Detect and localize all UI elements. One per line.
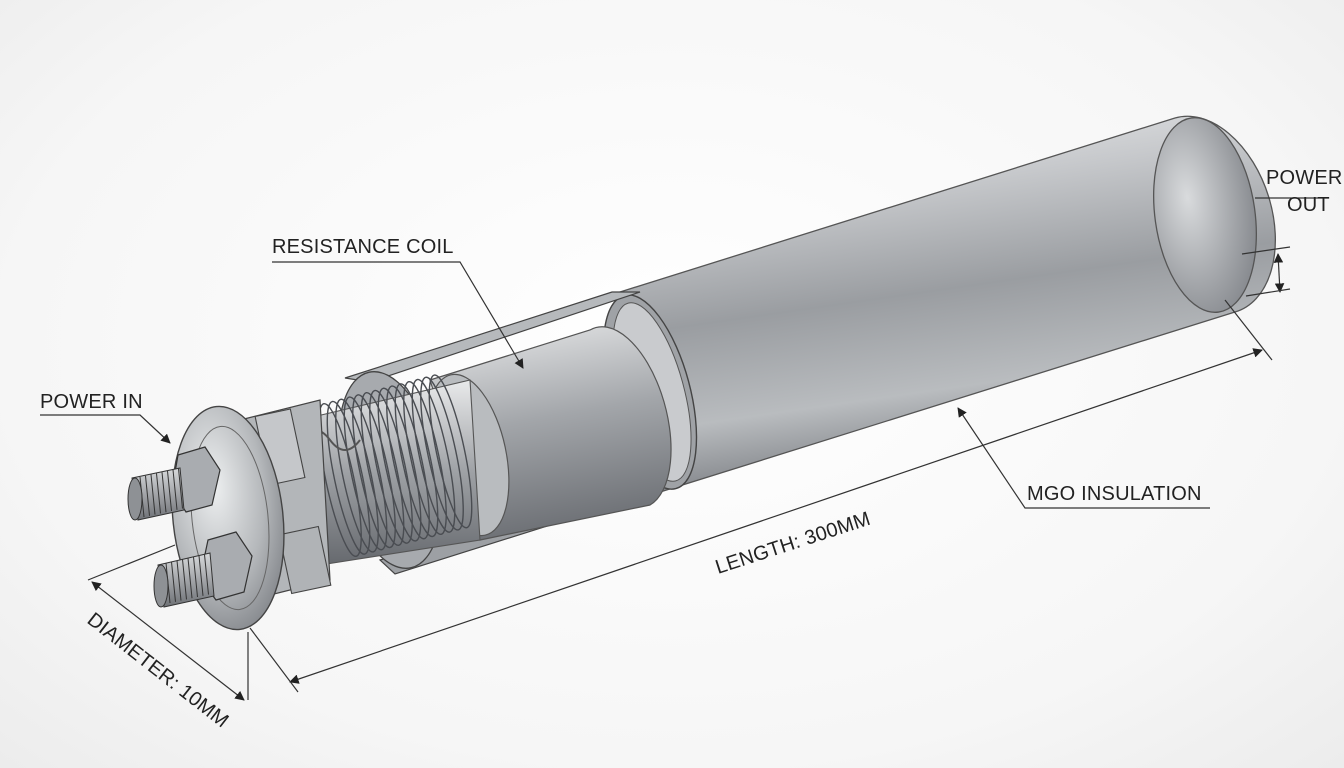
- far-end-cap: [1152, 117, 1258, 313]
- dimension-end-height: [1241, 246, 1291, 297]
- dimension-diameter: [87, 544, 249, 701]
- label-length: LENGTH: 300MM: [713, 508, 873, 579]
- label-power-out-line2: OUT: [1287, 194, 1330, 216]
- outer-sheath: [602, 115, 1276, 493]
- label-resistance-coil: RESISTANCE COIL: [272, 236, 454, 258]
- label-mgo-insulation: MGO INSULATION: [1027, 483, 1202, 505]
- terminal-stud-upper: [127, 446, 221, 521]
- label-power-in: POWER IN: [40, 391, 143, 413]
- label-power-out-line1: POWER: [1266, 167, 1343, 189]
- label-diameter: DIAMETER: 10MM: [83, 609, 233, 733]
- dimension-length: [249, 299, 1273, 693]
